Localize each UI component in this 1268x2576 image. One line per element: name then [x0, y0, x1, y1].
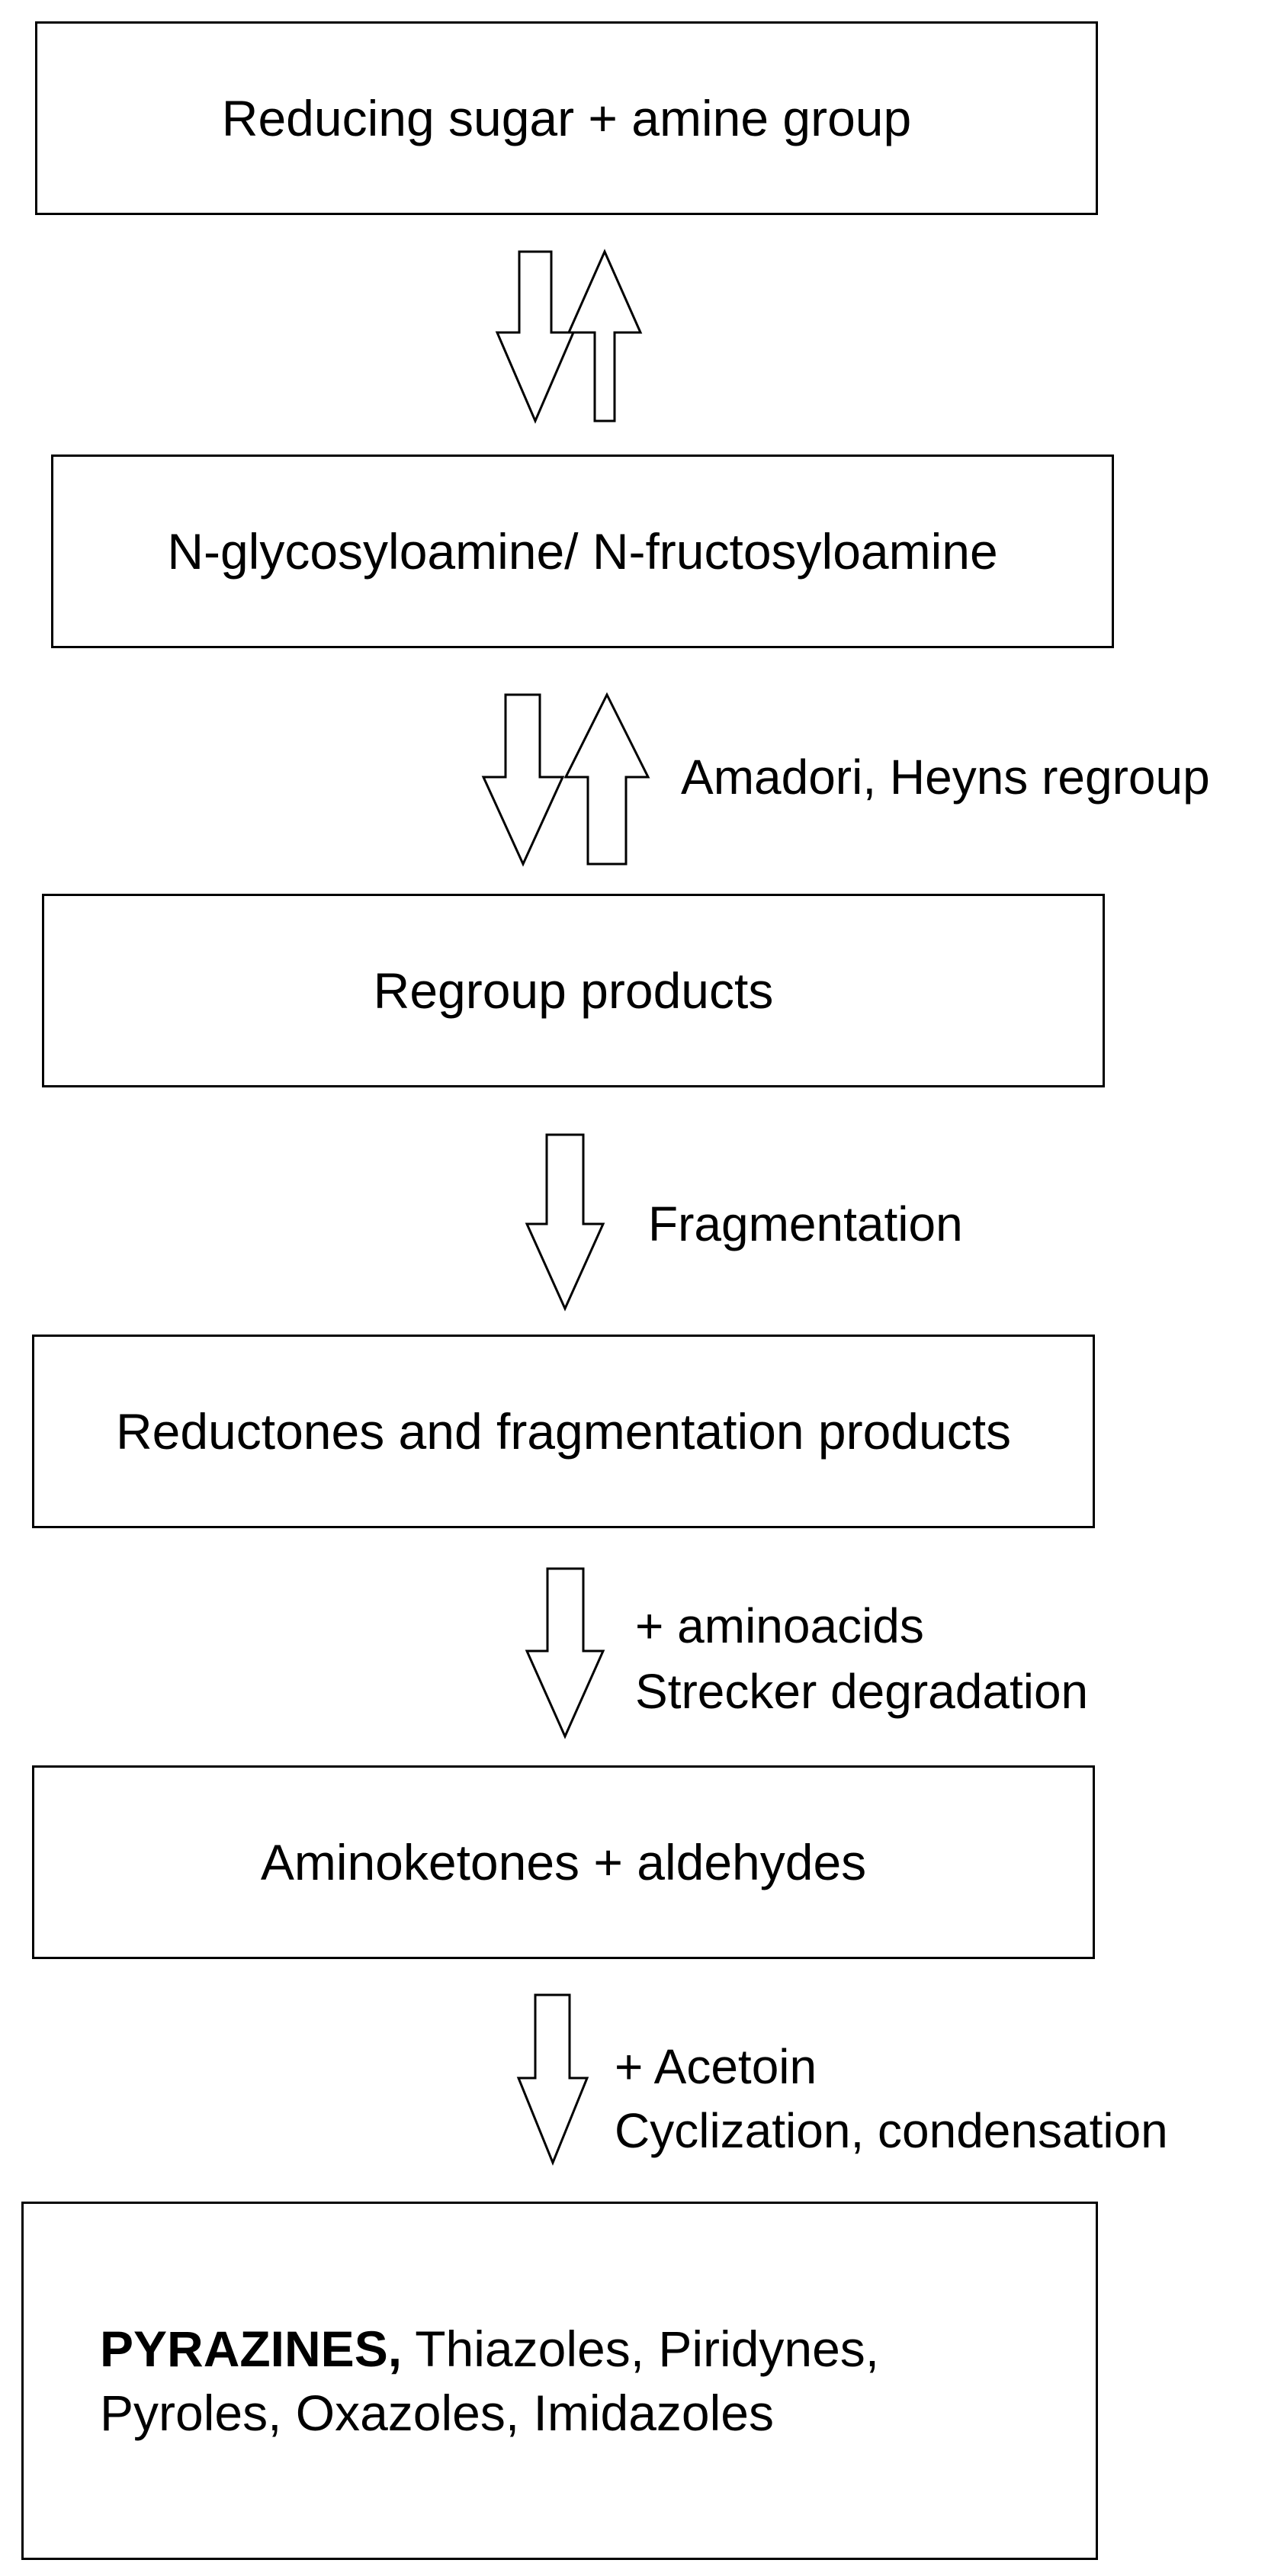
pyrazines-line1-rest: Thiazoles, Piridynes,: [402, 2321, 880, 2377]
arrow-up-2: [563, 692, 650, 866]
step-aminoketones-label: Aminoketones + aldehydes: [260, 1833, 867, 1890]
arrow-down-5: [516, 1993, 589, 2166]
step-pyrazines-text: PYRAZINES, Thiazoles, Piridynes, Pyroles…: [100, 2317, 879, 2445]
step-pyrazines-box: PYRAZINES, Thiazoles, Piridynes, Pyroles…: [21, 2202, 1098, 2560]
pyrazines-bold-label: PYRAZINES,: [100, 2321, 403, 2377]
step-reductones-box: Reductones and fragmentation products: [32, 1335, 1095, 1528]
arrow-down-3: [525, 1133, 605, 1312]
step-reducing-sugar-label: Reducing sugar + amine group: [221, 89, 912, 146]
transition-strecker-label: Strecker degradation: [635, 1664, 1089, 1719]
arrow-down-2: [481, 693, 565, 867]
arrow-down-1: [495, 250, 576, 424]
step-aminoketones-box: Aminoketones + aldehydes: [32, 1765, 1095, 1959]
step-reductones-label: Reductones and fragmentation products: [115, 1402, 1012, 1460]
pyrazines-line2: Pyroles, Oxazoles, Imidazoles: [100, 2385, 775, 2441]
step-regroup-products-box: Regroup products: [42, 894, 1105, 1087]
step-glycosyloamine-label: N-glycosyloamine/ N-fructosyloamine: [167, 522, 998, 580]
transition-aminoacids-label: + aminoacids: [635, 1598, 924, 1653]
transition-fragmentation-label: Fragmentation: [648, 1196, 963, 1251]
arrow-up-1: [567, 249, 643, 422]
step-regroup-products-label: Regroup products: [373, 962, 774, 1019]
transition-acetoin-label: + Acetoin: [615, 2039, 817, 2094]
step-reducing-sugar-box: Reducing sugar + amine group: [35, 21, 1098, 215]
arrow-down-4: [525, 1567, 605, 1739]
transition-cyclization-label: Cyclization, condensation: [615, 2103, 1168, 2158]
step-glycosyloamine-box: N-glycosyloamine/ N-fructosyloamine: [51, 454, 1114, 648]
transition-amadori-heyns-label: Amadori, Heyns regroup: [681, 750, 1210, 805]
